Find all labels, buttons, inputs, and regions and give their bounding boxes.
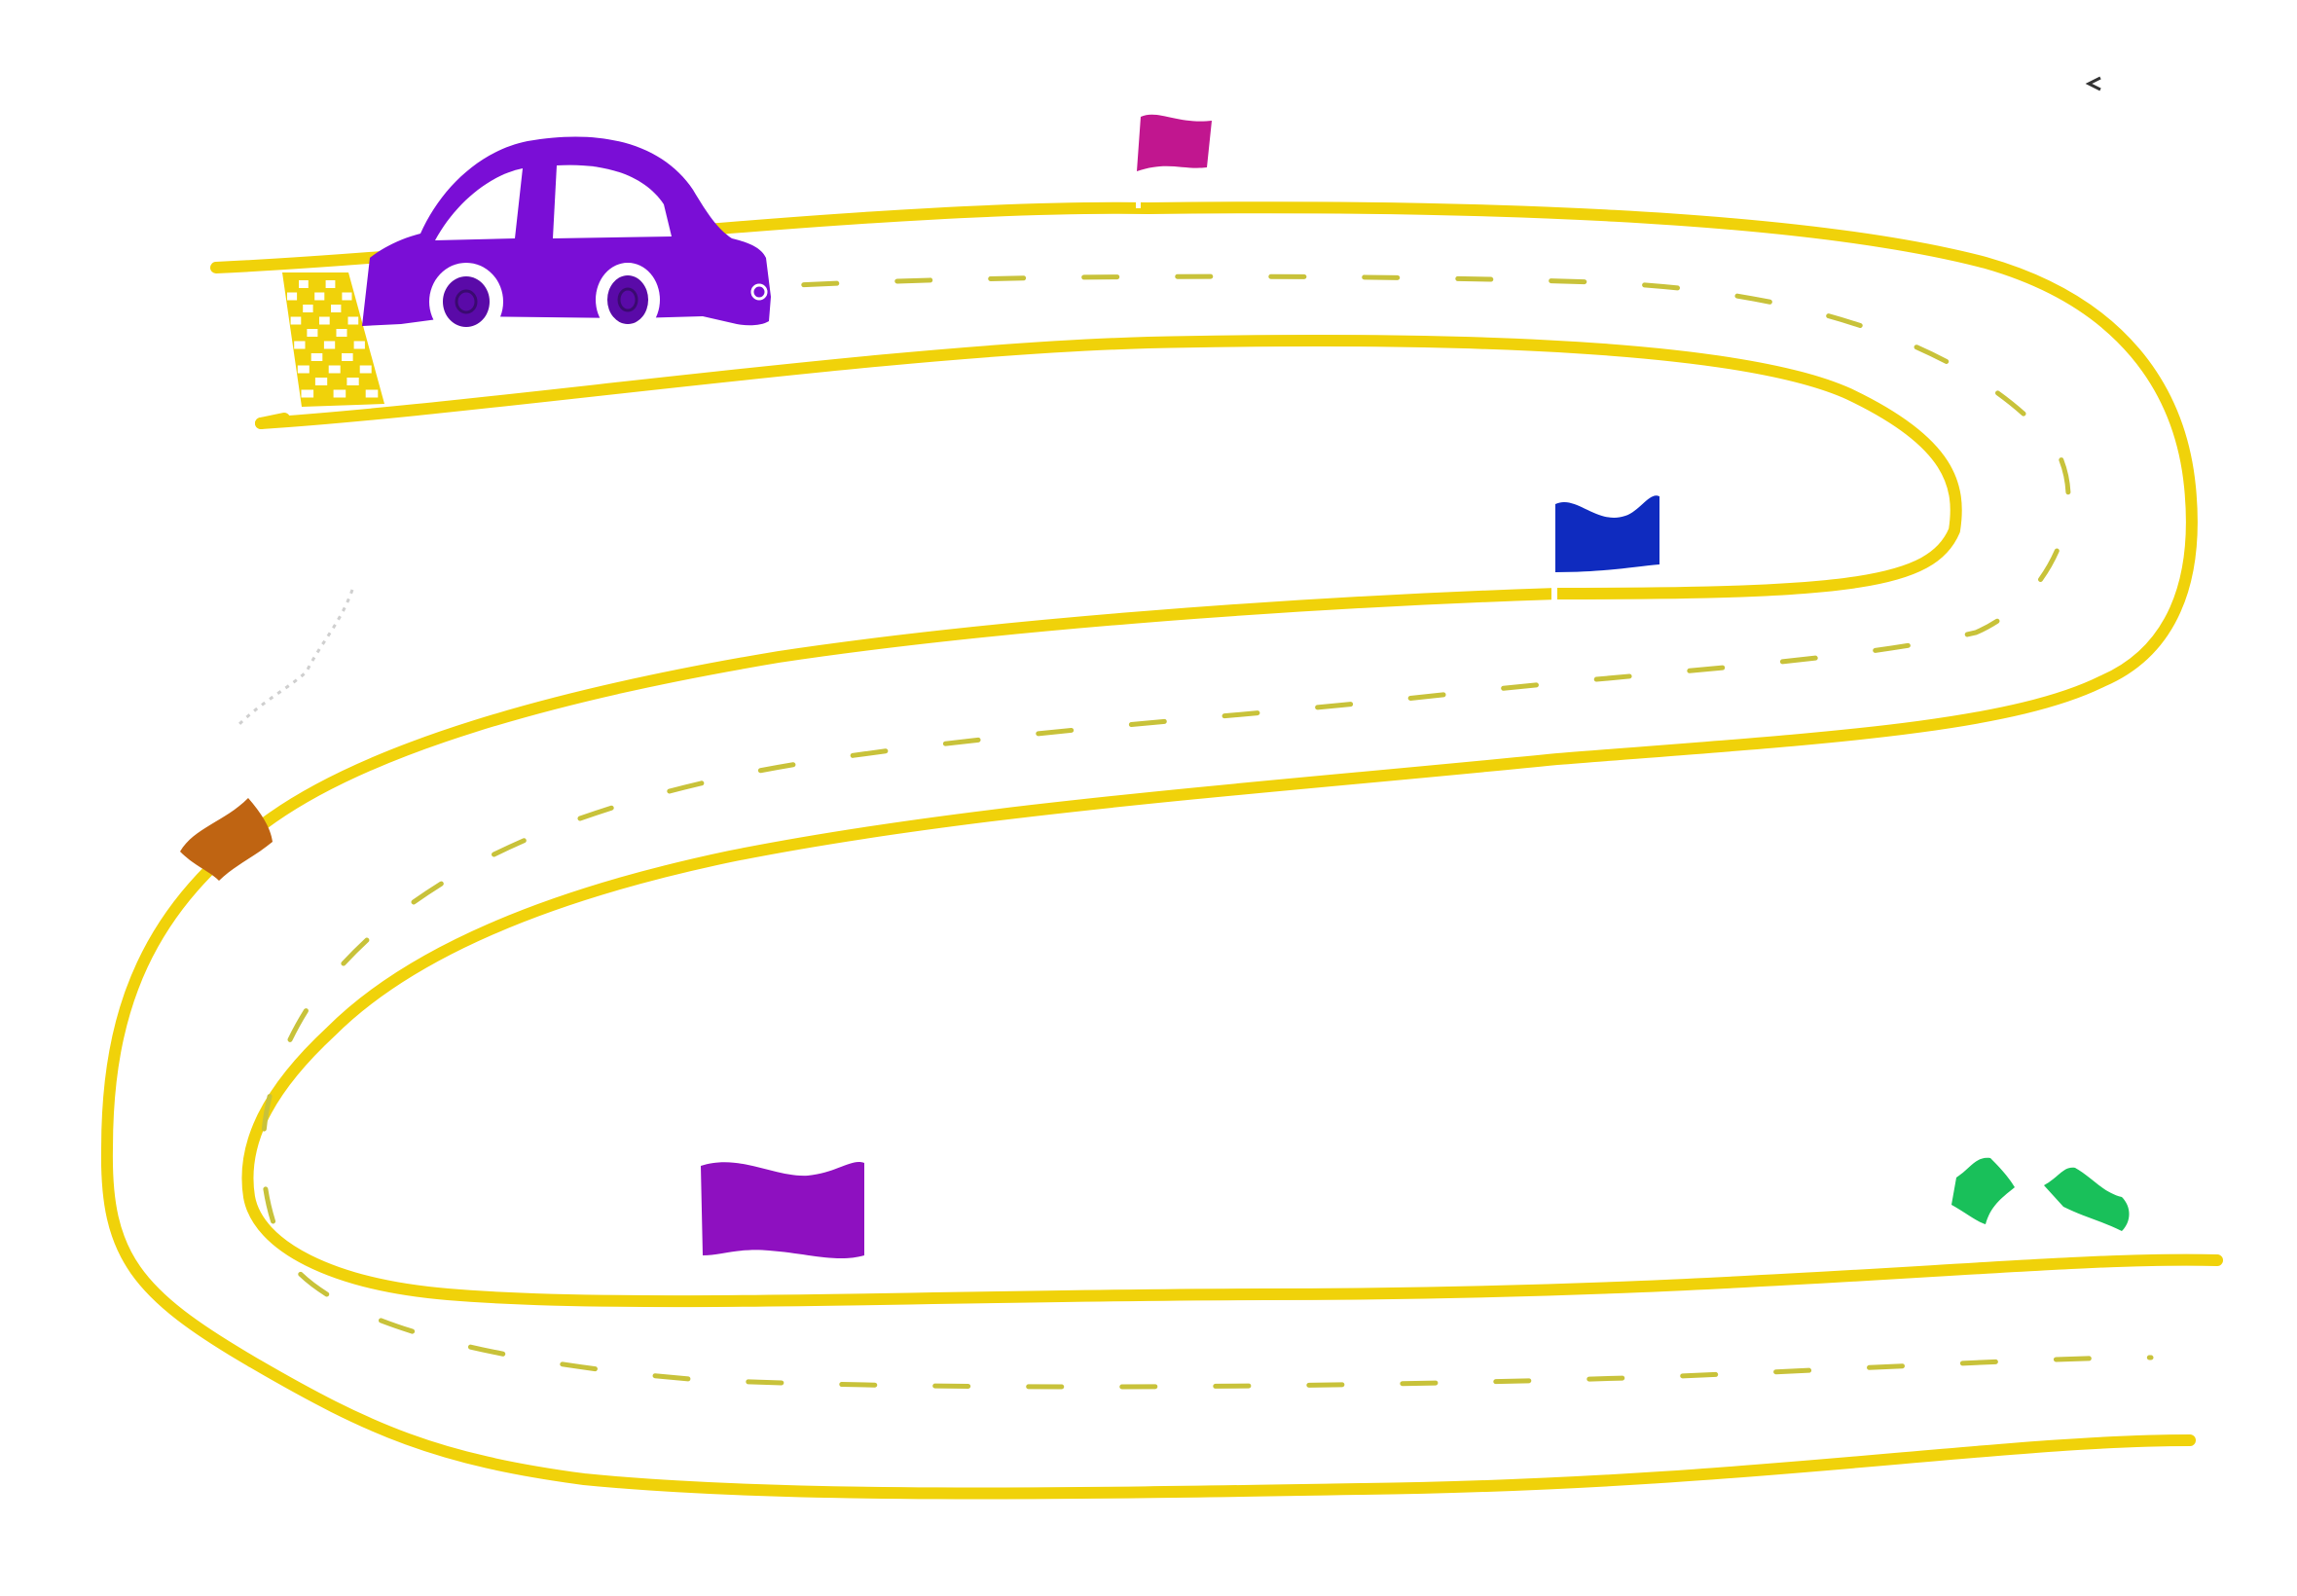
checker-cell	[342, 292, 352, 301]
checker-cell	[314, 292, 325, 301]
car-rear-window	[435, 168, 523, 240]
checker-cell	[323, 341, 336, 349]
checker-cell	[294, 341, 306, 349]
checker-cell	[359, 365, 372, 374]
checker-cell	[353, 341, 365, 349]
purple-flag	[701, 1161, 864, 1285]
sketch-mark	[237, 589, 354, 727]
checker-cell	[336, 329, 347, 337]
checker-cell	[299, 280, 309, 288]
checker-cell	[325, 280, 336, 288]
orange-flag	[180, 798, 273, 910]
blue-flag	[1551, 495, 1659, 603]
checkered-start-line	[282, 272, 384, 407]
sketch-mark	[2085, 76, 2101, 91]
road-centerline	[260, 273, 2154, 1390]
checker-cell	[347, 316, 359, 325]
road-inner-edge	[100, 335, 2196, 1500]
checker-cell	[287, 292, 298, 301]
green-flag-left	[1951, 1157, 2015, 1224]
checker-cell	[301, 389, 314, 398]
car-icon	[362, 136, 771, 341]
checker-cell	[307, 329, 318, 337]
checker-cell	[310, 353, 323, 361]
checker-cell	[290, 316, 302, 325]
checker-cell	[342, 353, 353, 361]
checker-cell	[319, 316, 330, 325]
magenta-flag	[1136, 114, 1212, 208]
car-rear-wheel	[429, 263, 503, 341]
checker-cell	[333, 389, 346, 398]
checker-cell	[365, 389, 379, 398]
checker-cell	[346, 378, 359, 385]
checker-cell	[303, 305, 313, 312]
green-flag-right	[2044, 1167, 2130, 1231]
road-start-cap	[255, 413, 290, 429]
road-outer-edge	[210, 201, 2223, 1308]
car-front-wheel	[596, 263, 660, 337]
checker-cell	[328, 365, 341, 374]
checker-cell	[314, 378, 328, 385]
checker-cell	[331, 305, 342, 312]
car-headlight	[750, 283, 768, 301]
car-front-window	[553, 164, 672, 238]
checker-cell	[297, 365, 310, 374]
